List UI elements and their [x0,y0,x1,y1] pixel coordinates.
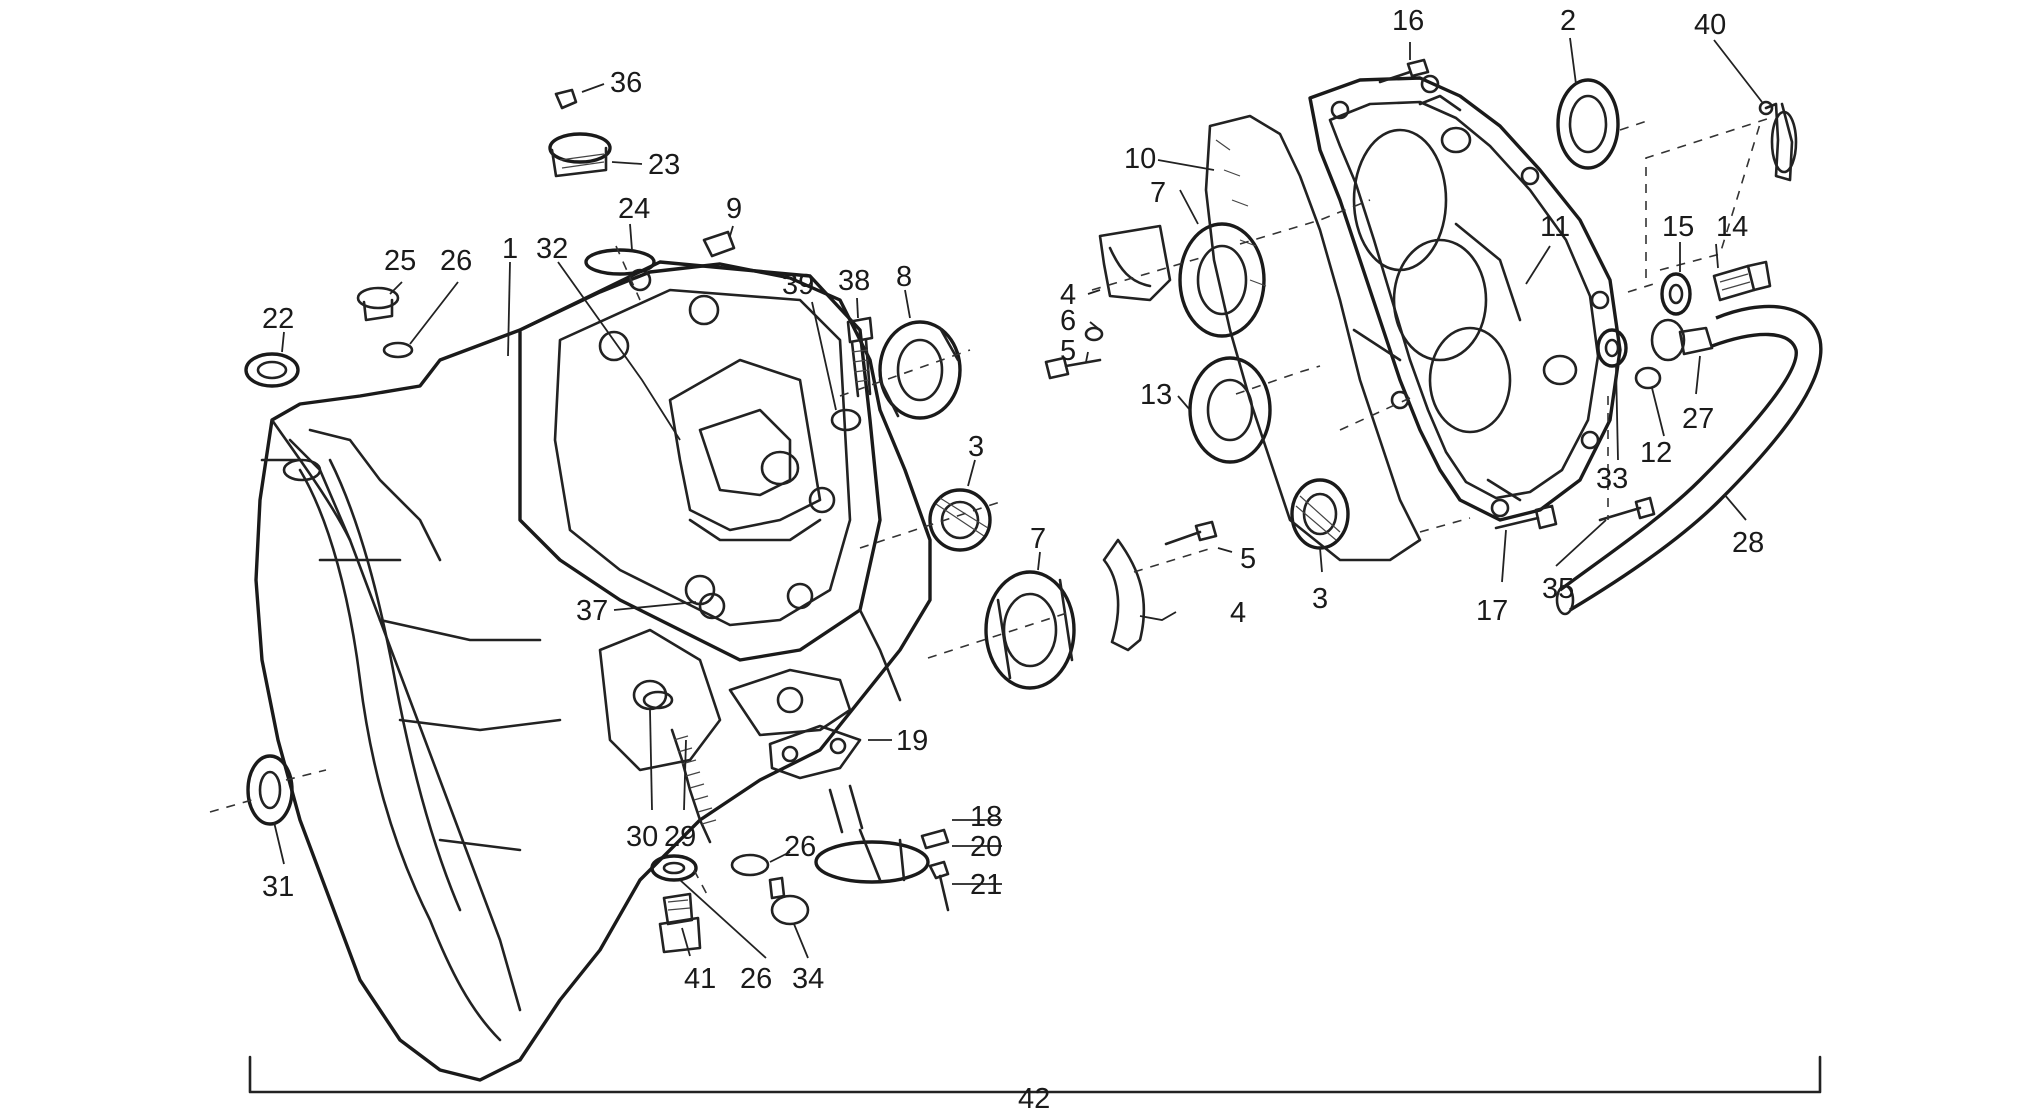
label-8: 8 [896,261,912,293]
label-34: 34 [792,963,824,995]
label-26-top: 26 [440,245,472,277]
label-38: 38 [838,265,870,297]
label-6: 6 [1060,305,1076,337]
label-27: 27 [1682,403,1714,435]
label-42: 42 [1018,1083,1050,1114]
label-15: 15 [1662,211,1694,243]
center-bearings-drawing [878,222,1350,690]
label-14: 14 [1716,211,1748,243]
label-10: 10 [1124,143,1156,175]
label-33: 33 [1596,463,1628,495]
label-30: 30 [626,821,658,853]
label-20: 20 [970,831,1002,863]
label-40: 40 [1694,9,1726,41]
left-side-parts-drawing [244,88,950,954]
label-36: 36 [610,67,642,99]
rear-cover-drawing [1204,58,1823,616]
label-13: 13 [1140,379,1172,411]
label-3-right: 3 [1312,583,1328,615]
gearbox-housing-drawing [254,260,932,1082]
label-35: 35 [1542,573,1574,605]
label-1: 1 [502,233,518,265]
label-4-lower: 4 [1230,597,1246,629]
label-32: 32 [536,233,568,265]
label-3-left: 3 [968,431,984,463]
label-2: 2 [1560,5,1576,37]
label-5-upper: 5 [1060,335,1076,367]
label-25: 25 [384,245,416,277]
label-11: 11 [1540,211,1570,243]
label-26-bottom: 26 [740,963,772,995]
label-29: 29 [664,821,696,853]
label-28: 28 [1732,527,1764,559]
label-31: 31 [262,871,294,903]
label-12: 12 [1640,437,1672,469]
label-24: 24 [618,193,650,225]
label-5-lower: 5 [1240,543,1256,575]
leader-lines [273,37,1763,959]
label-18: 18 [970,801,1002,833]
label-26-mid: 26 [784,831,816,863]
label-21: 21 [970,869,1002,901]
label-39: 39 [782,269,814,301]
complete-assembly-bracket [248,1055,1822,1094]
label-7-upper: 7 [1150,177,1166,209]
label-17: 17 [1476,595,1508,627]
label-7-lower: 7 [1030,523,1046,555]
callout-labels: 36 23 24 9 25 26 1 32 22 39 38 8 3 37 7 … [262,5,1764,1114]
label-4-upper: 4 [1060,279,1076,311]
label-37: 37 [576,595,608,627]
label-19: 19 [896,725,928,757]
label-16: 16 [1392,5,1424,37]
label-23: 23 [648,149,680,181]
label-9: 9 [726,193,742,225]
label-22: 22 [262,303,294,335]
label-41: 41 [684,963,716,995]
